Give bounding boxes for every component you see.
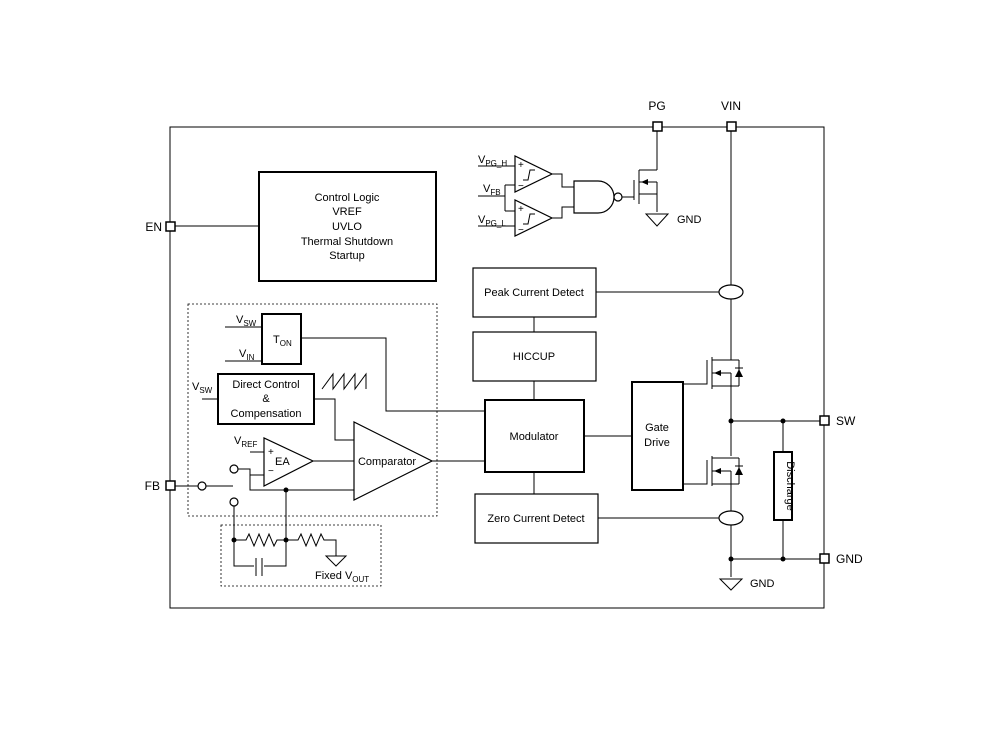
pin-label-fb: FB <box>145 479 160 493</box>
svg-text:Modulator: Modulator <box>510 431 559 443</box>
modulator-block <box>484 399 585 473</box>
chip-outline <box>169 126 825 609</box>
pin-vin <box>726 121 737 132</box>
resistor-2 <box>286 532 337 556</box>
label-v-fb: VFB <box>483 183 501 197</box>
fixed-vout-group <box>220 524 382 587</box>
svg-text:−: − <box>518 225 524 236</box>
ton-block <box>261 313 302 365</box>
svg-text:+: + <box>518 160 524 171</box>
pin-label-vin: VIN <box>721 99 741 113</box>
control-logic-line-5: Startup <box>329 250 364 262</box>
label-v-ref: VREF <box>234 435 257 449</box>
ground-symbol-bottom <box>718 578 744 591</box>
svg-text:+: + <box>268 447 274 458</box>
svg-text:HICCUP: HICCUP <box>513 351 555 363</box>
current-sense-bottom <box>718 510 744 526</box>
label-v-in: VIN <box>239 348 255 362</box>
pin-fb <box>165 480 176 491</box>
control-logic-line-4: Thermal Shutdown <box>301 236 393 248</box>
sawtooth-icon <box>321 372 367 391</box>
label-v-pg-l: VPG_L <box>478 214 506 228</box>
svg-text:Compensation: Compensation <box>231 408 302 420</box>
pin-label-sw: SW <box>836 414 856 428</box>
svg-text:+: + <box>518 204 524 215</box>
zero-current-detect-block <box>474 493 599 544</box>
svg-text:Discharge: Discharge <box>784 461 796 511</box>
svg-text:TON: TON <box>273 334 292 348</box>
control-logic-block <box>258 171 437 282</box>
label-v-pg-h: VPG_H <box>478 154 507 168</box>
control-loop-group <box>187 303 438 517</box>
pin-sw <box>819 415 830 426</box>
pin-label-en: EN <box>145 220 162 234</box>
comparator <box>353 421 434 501</box>
pg-comparator-high <box>514 155 554 193</box>
pin-gnd <box>819 553 830 564</box>
svg-text:−: − <box>268 466 274 477</box>
svg-text:&: & <box>262 393 270 405</box>
pin-en <box>165 221 176 232</box>
nand-gate <box>573 180 615 214</box>
svg-text:Peak Current Detect: Peak Current Detect <box>484 287 584 299</box>
gate-drive-block <box>631 381 684 491</box>
label-fixed-vout: Fixed VOUT <box>315 570 369 584</box>
gnd-label-pg: GND <box>677 214 702 226</box>
svg-text:Comparator: Comparator <box>358 456 416 468</box>
control-logic-line-2: VREF <box>332 206 362 218</box>
label-v-sw-2: VSW <box>192 381 213 395</box>
current-sense-top <box>718 284 744 300</box>
control-logic-line-3: UVLO <box>332 221 362 233</box>
svg-text:Zero Current Detect: Zero Current Detect <box>487 513 584 525</box>
gnd-label-bottom: GND <box>750 578 775 590</box>
svg-text:Drive: Drive <box>644 437 670 449</box>
label-v-sw-1: VSW <box>236 314 257 328</box>
svg-text:−: − <box>518 181 524 192</box>
svg-text:EA: EA <box>275 456 290 468</box>
pin-label-gnd: GND <box>836 552 863 566</box>
ground-symbol-pg <box>644 213 670 227</box>
svg-text:Gate: Gate <box>645 422 669 434</box>
control-logic-line-1: Control Logic <box>315 192 380 204</box>
pin-label-pg: PG <box>648 99 665 113</box>
resistor-1 <box>234 532 286 548</box>
pg-comparator-low <box>514 199 554 237</box>
svg-text:Direct Control: Direct Control <box>232 379 299 391</box>
direct-control-block <box>217 373 315 425</box>
pin-pg <box>652 121 663 132</box>
error-amplifier <box>263 437 315 487</box>
